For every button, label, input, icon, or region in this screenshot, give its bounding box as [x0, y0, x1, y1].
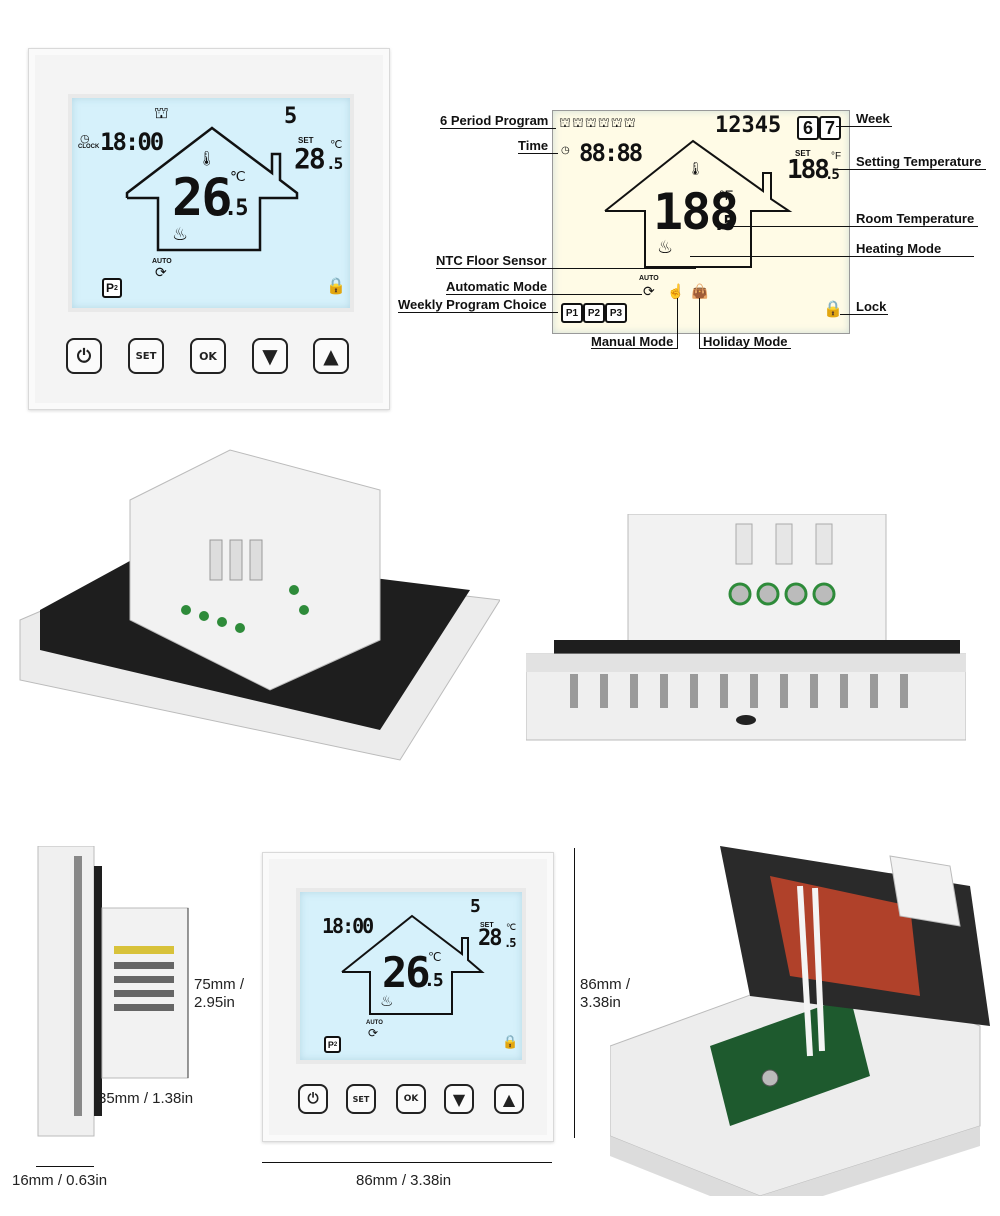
label-weekly-prog: Weekly Program Choice	[398, 297, 547, 312]
manual-hand-icon: ☝	[667, 283, 685, 299]
time-display: 88:88	[579, 139, 643, 167]
set-label: SET	[480, 922, 494, 929]
lcd-diagram: ⛫⛫⛫⛫⛫⛫ 12345 6 7 ◷ 88:88 SET 188 .5 °F 🌡…	[552, 110, 850, 334]
lock-icon: 🔒	[502, 1034, 519, 1049]
room-temp-display: 26	[172, 168, 233, 228]
clock-display: 18:00	[322, 914, 374, 938]
power-button[interactable]: ⏻	[66, 338, 102, 374]
room-display: 188	[653, 183, 739, 241]
label-manual-mode: Manual Mode	[591, 334, 674, 349]
label-ntc: NTC Floor Sensor	[436, 253, 547, 268]
set-button[interactable]: SET	[128, 338, 164, 374]
depth-total-dim: 16mm / 0.63in	[12, 1172, 108, 1189]
program-period-icon: ⛫	[154, 105, 169, 122]
ok-button[interactable]: OK	[396, 1084, 426, 1114]
label-heating-mode: Heating Mode	[856, 241, 942, 256]
auto-cycle-icon: ⟳	[155, 264, 167, 280]
auto-cycle-icon: ⟳	[368, 1026, 379, 1040]
heating-icon: ♨	[657, 237, 674, 257]
program-p1: P1	[561, 303, 583, 323]
opened-unit-view	[610, 846, 990, 1196]
heating-icon: ♨	[172, 224, 189, 244]
set-unit: °F	[831, 151, 842, 162]
front-height-dim-1: 86mm /	[580, 976, 631, 993]
week-digits: 12345	[715, 113, 782, 138]
clock-icon: ◷	[561, 145, 570, 156]
room-temp-unit: ℃	[230, 168, 246, 184]
label-setting-temp: Setting Temperature	[856, 154, 982, 169]
clock-icon: ◷	[80, 133, 90, 145]
auto-cycle-icon: ⟳	[643, 283, 655, 299]
set-temp-display: 28	[478, 926, 502, 951]
lcd-screen: ◷ CLOCK 18:00 ⛫ 5 SET 28 .5 ℃ 🌡 26 .5 ℃ …	[68, 94, 354, 312]
program-p2: P2	[583, 303, 605, 323]
heating-icon: ♨	[380, 993, 394, 1010]
day-display: 5	[284, 104, 297, 129]
body-depth-dim: 35mm / 1.38in	[98, 1090, 194, 1107]
back-view-side	[526, 514, 966, 741]
room-decimal: .5	[713, 211, 735, 235]
period-icons: ⛫⛫⛫⛫⛫⛫	[559, 115, 637, 130]
front-height-dim-2: 3.38in	[580, 994, 621, 1011]
auto-label: AUTO	[366, 1020, 383, 1026]
house-outline-icon	[604, 139, 793, 268]
day-display: 5	[470, 896, 481, 917]
set-label: SET	[795, 149, 811, 158]
clock-sub-label: CLOCK	[78, 144, 100, 150]
body-height-dim-2: 2.95in	[194, 994, 235, 1011]
body-height-dim-1: 75mm /	[194, 976, 245, 993]
front-width-dim: 86mm / 3.38in	[356, 1172, 452, 1189]
week-6: 6	[797, 116, 819, 140]
house-outline-icon	[125, 126, 299, 252]
label-week: Week	[856, 111, 890, 126]
room-unit: °F	[719, 187, 734, 203]
set-temp-decimal: .5	[504, 936, 517, 950]
ok-button[interactable]: OK	[190, 338, 226, 374]
room-temp-decimal: .5	[224, 196, 248, 221]
up-button[interactable]: ▲	[494, 1084, 524, 1114]
set-temp-unit: ℃	[506, 922, 517, 932]
label-lock: Lock	[856, 299, 887, 314]
set-temp-display: 28	[294, 142, 326, 175]
week-7: 7	[819, 116, 841, 140]
set-temp-unit: ℃	[330, 139, 343, 151]
power-button[interactable]: ⏻	[298, 1084, 328, 1114]
set-display: 188	[787, 155, 830, 185]
room-temp-unit: ℃	[428, 950, 442, 964]
set-button[interactable]: SET	[346, 1084, 376, 1114]
clock-display: 18:00	[100, 128, 164, 156]
program-p3: P3	[605, 303, 627, 323]
label-time: Time	[518, 138, 549, 153]
down-button[interactable]: ▼	[252, 338, 288, 374]
label-auto-mode: Automatic Mode	[446, 279, 548, 294]
holiday-bag-icon: 👜	[691, 283, 709, 299]
up-button[interactable]: ▲	[313, 338, 349, 374]
auto-label: AUTO	[152, 258, 172, 265]
room-temp-decimal: .5	[424, 970, 444, 991]
lock-icon: 🔒	[823, 301, 843, 318]
label-room-temp: Room Temperature	[856, 211, 975, 226]
down-button[interactable]: ▼	[444, 1084, 474, 1114]
back-view-angled	[19, 449, 500, 761]
lock-icon: 🔒	[326, 278, 346, 295]
set-temp-decimal: .5	[326, 154, 343, 173]
thermometer-icon: 🌡	[198, 150, 216, 166]
auto-label: AUTO	[639, 275, 659, 282]
set-label: SET	[298, 136, 314, 145]
set-decimal: .5	[825, 167, 840, 183]
room-temp-display: 26	[382, 948, 431, 997]
label-six-period: 6 Period Program	[440, 113, 549, 128]
side-profile	[37, 846, 189, 1137]
house-outline-icon	[341, 914, 485, 1015]
thermometer-icon: 🌡	[687, 161, 704, 176]
label-holiday-mode: Holiday Mode	[703, 334, 788, 349]
